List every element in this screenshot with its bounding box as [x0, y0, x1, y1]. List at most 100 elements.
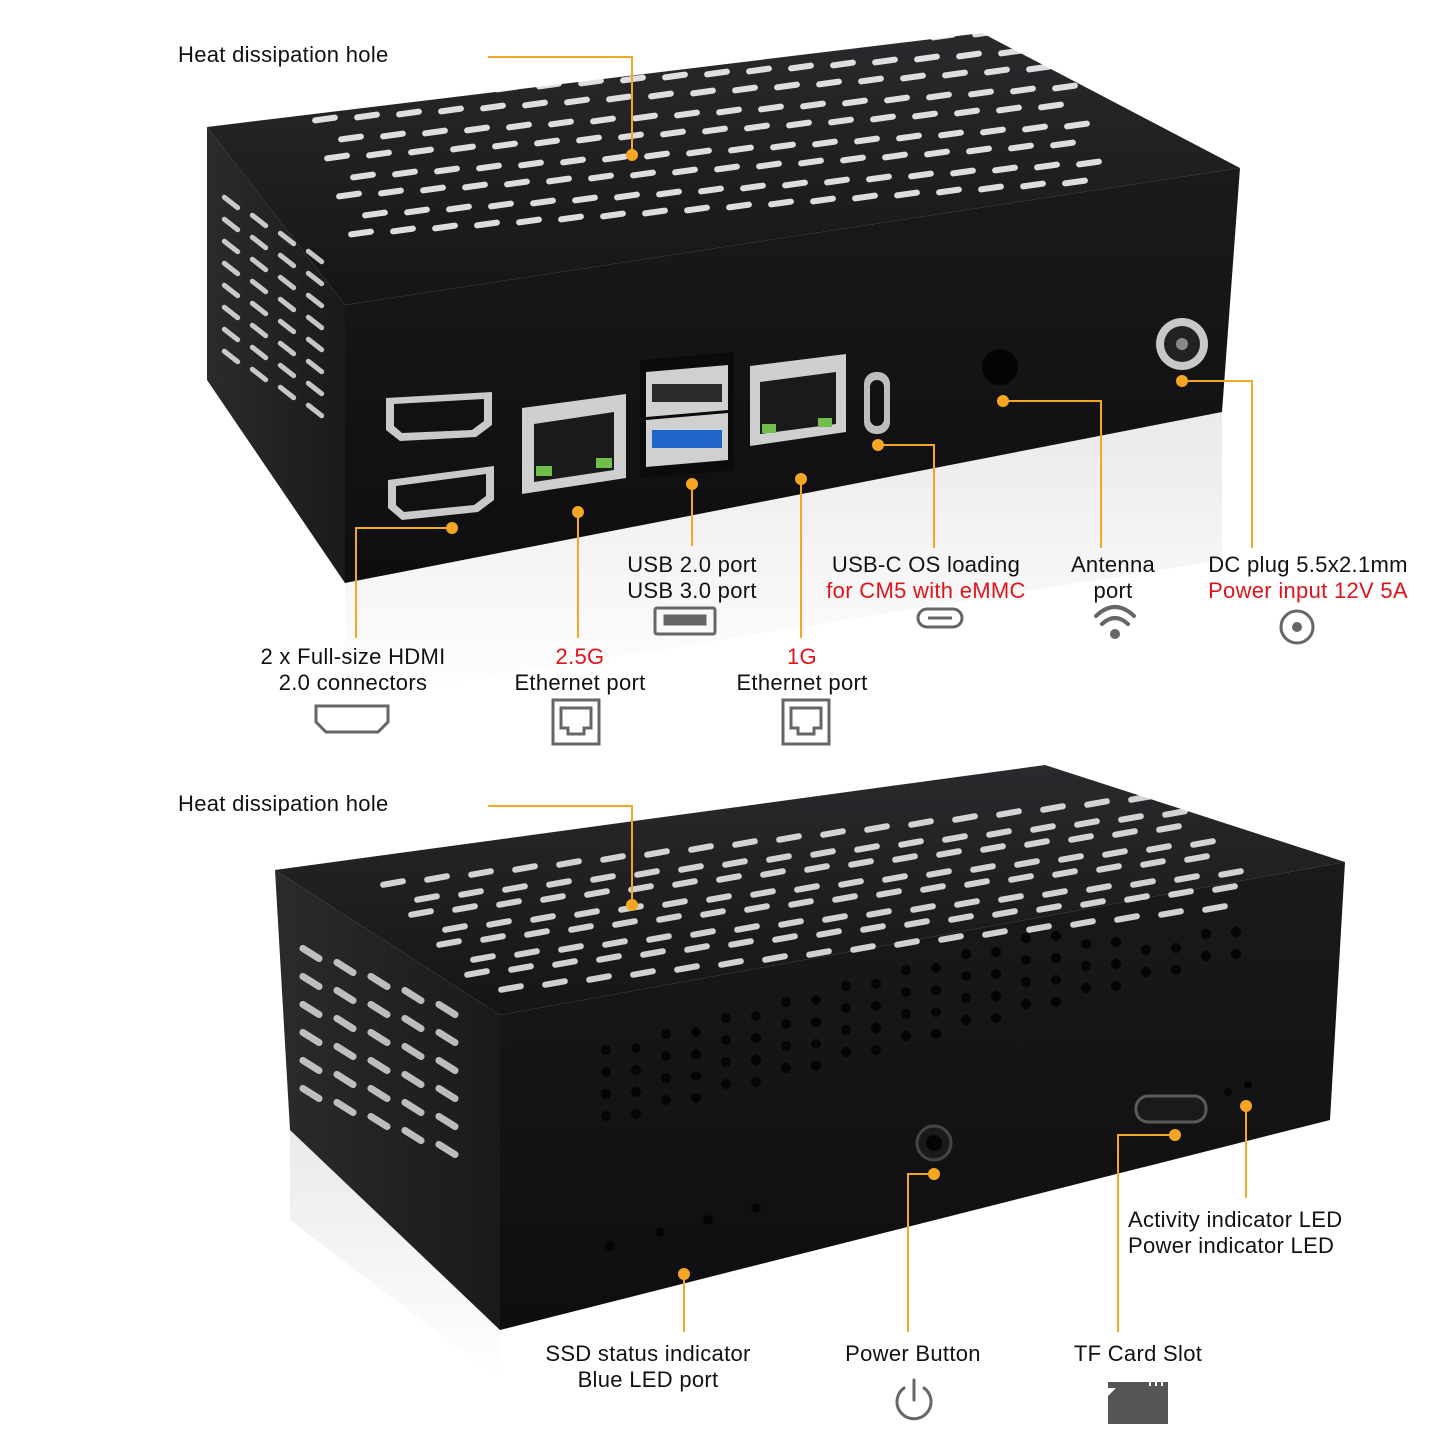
vent-slot: [546, 175, 572, 185]
vent-slot: [612, 918, 638, 928]
vent-slot: [956, 50, 982, 60]
vent-slot: [832, 893, 858, 903]
vent-slot: [800, 100, 826, 110]
vent-slot: [732, 84, 758, 94]
vent-slot: [794, 883, 820, 893]
vent-hole: [1111, 959, 1121, 969]
vent-slot: [277, 384, 297, 401]
dot-eth1: [795, 473, 807, 485]
vent-slot: [816, 928, 842, 938]
vent-slot: [333, 1042, 357, 1061]
vent-slot: [277, 252, 297, 269]
vent-slot: [249, 344, 269, 361]
vent-hole: [721, 1013, 731, 1023]
vent-slot: [333, 958, 357, 977]
vent-slot: [778, 918, 804, 928]
vent-slot: [277, 274, 297, 291]
vent-slot: [408, 908, 434, 918]
vent-slot: [221, 282, 241, 299]
vent-slot: [1162, 808, 1188, 818]
vent-slot: [1184, 853, 1210, 863]
vent-slot: [464, 968, 490, 978]
vent-hole: [1021, 955, 1031, 965]
vent-hole: [1111, 981, 1121, 991]
vent-hole: [781, 997, 791, 1007]
vent-slot: [866, 908, 892, 918]
vent-hole: [721, 1035, 731, 1045]
power-led-label: Power indicator LED: [1128, 1233, 1335, 1258]
vent-slot: [1146, 843, 1172, 853]
vent-slot: [362, 209, 388, 219]
dot-hdmi: [446, 522, 458, 534]
vent-slot: [636, 52, 662, 62]
vent-slot: [333, 1014, 357, 1033]
vent-slot: [506, 121, 532, 131]
vent-slot: [746, 65, 772, 75]
vent-hole: [1081, 983, 1091, 993]
vent-hole: [751, 1011, 761, 1021]
vent-slot: [249, 212, 269, 229]
ethernet-2-5g-label: 2.5G Ethernet port: [500, 644, 660, 696]
vent-slot: [450, 143, 476, 153]
vent-slot: [828, 116, 854, 126]
vent-slot: [772, 933, 798, 943]
vent-slot: [1040, 44, 1066, 54]
vent-slot: [366, 149, 392, 159]
vent-slot: [674, 109, 700, 119]
vent-slot: [277, 362, 297, 379]
bottom-side-vent-slots: [299, 944, 459, 1159]
vent-slot: [600, 210, 626, 220]
vent-slot: [908, 170, 934, 180]
callout-antenna: [1003, 400, 1102, 548]
vent-hole: [961, 949, 971, 959]
ethernet-1g-speed: 1G: [787, 644, 817, 669]
vent-slot: [728, 938, 754, 948]
ethernet-icon-1g: [781, 698, 831, 746]
vent-hole: [991, 1013, 1001, 1023]
vent-slot: [870, 113, 896, 123]
vent-slot: [438, 105, 464, 115]
vent-slot: [1008, 142, 1034, 152]
vent-slot: [426, 67, 452, 77]
vent-slot: [1024, 838, 1050, 848]
vent-slot: [420, 184, 446, 194]
vent-slot: [688, 843, 714, 853]
vent-slot: [726, 201, 752, 211]
usb-c-label-line2: for CM5 with eMMC: [826, 578, 1026, 603]
vent-slot: [822, 913, 848, 923]
vent-slot: [1068, 833, 1094, 843]
ssd-indicator-line1: SSD status indicator: [545, 1341, 751, 1366]
vent-slot: [1064, 120, 1090, 130]
vent-hole: [811, 995, 821, 1005]
vent-hole: [661, 1073, 671, 1083]
vent-slot: [221, 326, 241, 343]
dot-heat-top: [626, 149, 638, 161]
vent-slot: [810, 195, 836, 205]
vent-slot: [1080, 898, 1106, 908]
vent-slot: [384, 70, 410, 80]
usb-label-line2: USB 3.0 port: [627, 578, 757, 603]
vent-slot: [312, 114, 338, 124]
vent-slot: [1174, 873, 1200, 883]
vent-slot: [848, 858, 874, 868]
vent-slot: [986, 828, 1012, 838]
vent-slot: [221, 238, 241, 255]
vent-slot: [632, 112, 658, 122]
vent-slot: [954, 898, 980, 908]
vent-slot: [300, 76, 326, 86]
vent-slot: [996, 104, 1022, 114]
vent-slot: [516, 216, 542, 226]
vent-slot: [716, 106, 742, 116]
vent-slot: [249, 366, 269, 383]
vent-hole: [961, 1015, 971, 1025]
vent-slot: [662, 898, 688, 908]
vent-slot: [474, 219, 500, 229]
vent-hole: [751, 1077, 761, 1087]
vent-hole: [1171, 965, 1181, 975]
vent-hole: [751, 1203, 761, 1213]
vent-slot: [914, 53, 940, 63]
vent-slot: [602, 938, 628, 948]
ssd-indicator-label: SSD status indicator Blue LED port: [520, 1341, 776, 1393]
vent-slot: [221, 348, 241, 365]
vent-slot: [299, 1084, 323, 1103]
